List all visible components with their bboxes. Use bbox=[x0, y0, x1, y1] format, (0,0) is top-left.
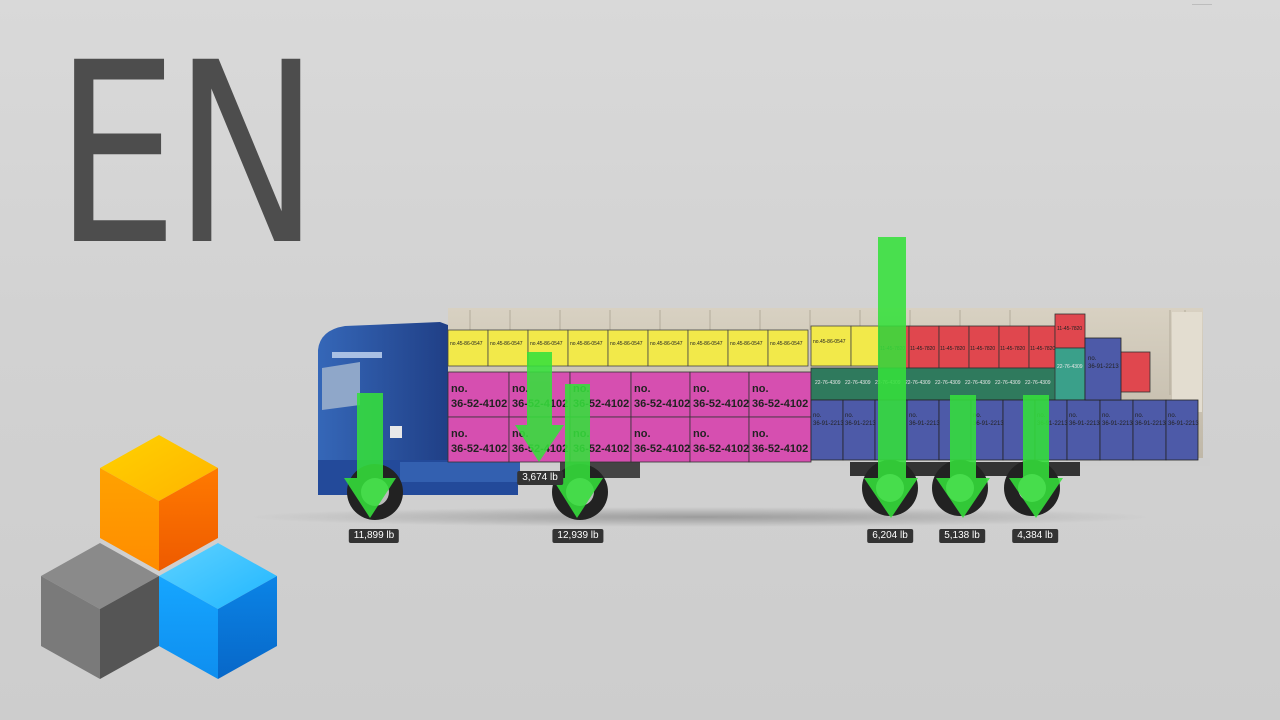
cargo-blue-labels: no.36-91-2213 no.36-91-2213 no.36-91-221… bbox=[813, 356, 1199, 427]
cargo-yellow-row bbox=[447, 325, 880, 367]
load-arrow-drive-axle bbox=[552, 384, 603, 518]
load-arrow-trailer-axle-1 bbox=[864, 237, 918, 518]
svg-text:22-76-4309: 22-76-4309 bbox=[965, 380, 991, 386]
svg-text:36-91-2213: 36-91-2213 bbox=[1135, 421, 1166, 427]
svg-text:no.: no. bbox=[973, 413, 982, 419]
svg-text:36-52-4102: 36-52-4102 bbox=[693, 443, 749, 455]
svg-text:36-91-2213: 36-91-2213 bbox=[909, 421, 940, 427]
svg-text:no.: no. bbox=[1088, 356, 1097, 362]
svg-text:no.: no. bbox=[634, 383, 651, 395]
svg-text:11-45-7820: 11-45-7820 bbox=[1000, 346, 1025, 352]
svg-text:no.: no. bbox=[451, 428, 468, 440]
svg-text:no.: no. bbox=[1135, 413, 1144, 419]
svg-text:22-76-4309: 22-76-4309 bbox=[815, 380, 841, 386]
cargo-green-boxes bbox=[810, 347, 1086, 401]
svg-text:no.45-86-0547: no.45-86-0547 bbox=[450, 341, 483, 347]
svg-text:no.: no. bbox=[634, 428, 651, 440]
svg-text:11-45-7820: 11-45-7820 bbox=[1057, 326, 1082, 332]
svg-text:22-76-4309: 22-76-4309 bbox=[1025, 380, 1051, 386]
svg-text:36-91-2213: 36-91-2213 bbox=[1168, 421, 1199, 427]
load-label-trailer-axle-3: 4,384 lb bbox=[1012, 529, 1058, 543]
svg-text:11-45-7820: 11-45-7820 bbox=[910, 346, 935, 352]
svg-text:36-91-2213: 36-91-2213 bbox=[1069, 421, 1100, 427]
svg-text:36-91-2213: 36-91-2213 bbox=[845, 421, 876, 427]
svg-text:no.: no. bbox=[752, 428, 769, 440]
svg-text:22-76-4309: 22-76-4309 bbox=[845, 380, 871, 386]
svg-text:11-45-7820: 11-45-7820 bbox=[970, 346, 995, 352]
svg-text:no.45-86-0547: no.45-86-0547 bbox=[690, 341, 723, 347]
svg-text:no.: no. bbox=[451, 383, 468, 395]
svg-text:36-91-2213: 36-91-2213 bbox=[1088, 364, 1119, 370]
svg-text:36-52-4102: 36-52-4102 bbox=[634, 443, 690, 455]
load-arrow-kingpin bbox=[515, 352, 564, 462]
svg-text:no.45-86-0547: no.45-86-0547 bbox=[813, 339, 846, 345]
svg-text:no.: no. bbox=[845, 413, 854, 419]
svg-text:no.: no. bbox=[1069, 413, 1078, 419]
svg-text:no.: no. bbox=[693, 383, 710, 395]
svg-text:11-45-7820: 11-45-7820 bbox=[940, 346, 965, 352]
svg-text:no.: no. bbox=[1168, 413, 1177, 419]
svg-text:22-76-4309: 22-76-4309 bbox=[1057, 364, 1083, 370]
svg-text:36-52-4102: 36-52-4102 bbox=[693, 398, 749, 410]
svg-text:36-91-2213: 36-91-2213 bbox=[1102, 421, 1133, 427]
svg-text:no.: no. bbox=[813, 413, 822, 419]
load-label-steer-axle: 11,899 lb bbox=[348, 529, 400, 543]
load-label-trailer-axle-2: 5,138 lb bbox=[939, 529, 985, 543]
load-label-drive-axle: 12,939 lb bbox=[552, 529, 604, 543]
svg-text:no.: no. bbox=[1102, 413, 1111, 419]
svg-text:36-52-4102: 36-52-4102 bbox=[634, 398, 690, 410]
svg-text:22-76-4309: 22-76-4309 bbox=[905, 380, 931, 386]
window-corner-mark bbox=[1192, 0, 1212, 5]
svg-text:no.45-86-0547: no.45-86-0547 bbox=[530, 341, 563, 347]
cargo-magenta-rows bbox=[447, 371, 812, 463]
ground-shadow bbox=[250, 507, 1150, 527]
svg-text:36-91-2213: 36-91-2213 bbox=[973, 421, 1004, 427]
load-label-kingpin: 3,674 lb bbox=[517, 471, 563, 485]
svg-text:no.: no. bbox=[909, 413, 918, 419]
svg-text:no.45-86-0547: no.45-86-0547 bbox=[570, 341, 603, 347]
svg-text:no.: no. bbox=[693, 428, 710, 440]
load-arrow-steer-axle bbox=[344, 393, 396, 518]
svg-text:36-91-2213: 36-91-2213 bbox=[813, 421, 844, 427]
svg-text:no.: no. bbox=[512, 383, 529, 395]
svg-text:22-76-4309: 22-76-4309 bbox=[995, 380, 1021, 386]
svg-text:36-52-4102: 36-52-4102 bbox=[451, 443, 507, 455]
svg-text:36-52-4102: 36-52-4102 bbox=[752, 398, 808, 410]
load-arrow-trailer-axle-3 bbox=[1009, 395, 1063, 518]
svg-text:no.45-86-0547: no.45-86-0547 bbox=[770, 341, 803, 347]
svg-text:no.45-86-0547: no.45-86-0547 bbox=[730, 341, 763, 347]
svg-text:22-76-4309: 22-76-4309 bbox=[935, 380, 961, 386]
cargo-yellow-labels: no.45-86-0547 no.45-86-0547 no.45-86-054… bbox=[450, 339, 846, 347]
load-label-trailer-axle-1: 6,204 lb bbox=[867, 529, 913, 543]
svg-text:no.45-86-0547: no.45-86-0547 bbox=[650, 341, 683, 347]
svg-text:no.: no. bbox=[752, 383, 769, 395]
svg-text:36-52-4102: 36-52-4102 bbox=[451, 398, 507, 410]
svg-text:11-45-7820: 11-45-7820 bbox=[1030, 346, 1055, 352]
svg-text:no.45-86-0547: no.45-86-0547 bbox=[490, 341, 523, 347]
load-arrow-trailer-axle-2 bbox=[936, 395, 990, 518]
svg-text:no.45-86-0547: no.45-86-0547 bbox=[610, 341, 643, 347]
language-label: EN bbox=[55, 9, 319, 300]
svg-text:36-91-2213: 36-91-2213 bbox=[1037, 421, 1068, 427]
svg-text:36-52-4102: 36-52-4102 bbox=[752, 443, 808, 455]
app-logo-cubes-icon bbox=[41, 435, 277, 679]
